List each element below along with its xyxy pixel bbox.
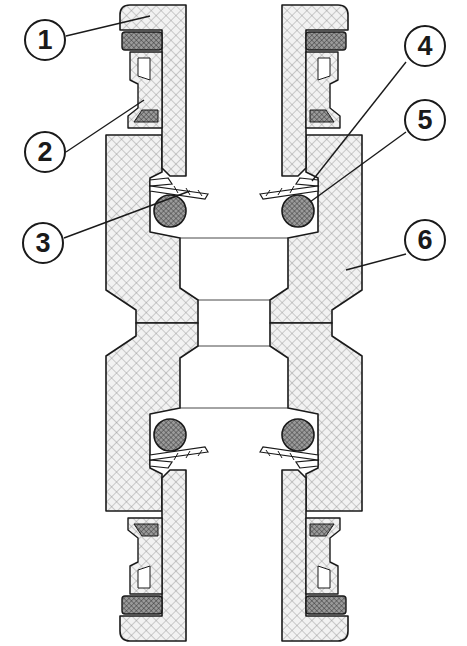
callout-number: 4 bbox=[404, 25, 446, 67]
callout-number: 6 bbox=[404, 219, 446, 261]
callout-number: 3 bbox=[22, 222, 64, 264]
callout-number: 2 bbox=[24, 131, 66, 173]
callout-number: 5 bbox=[404, 99, 446, 141]
leader-lines bbox=[64, 16, 406, 270]
callout-number: 1 bbox=[24, 19, 66, 61]
